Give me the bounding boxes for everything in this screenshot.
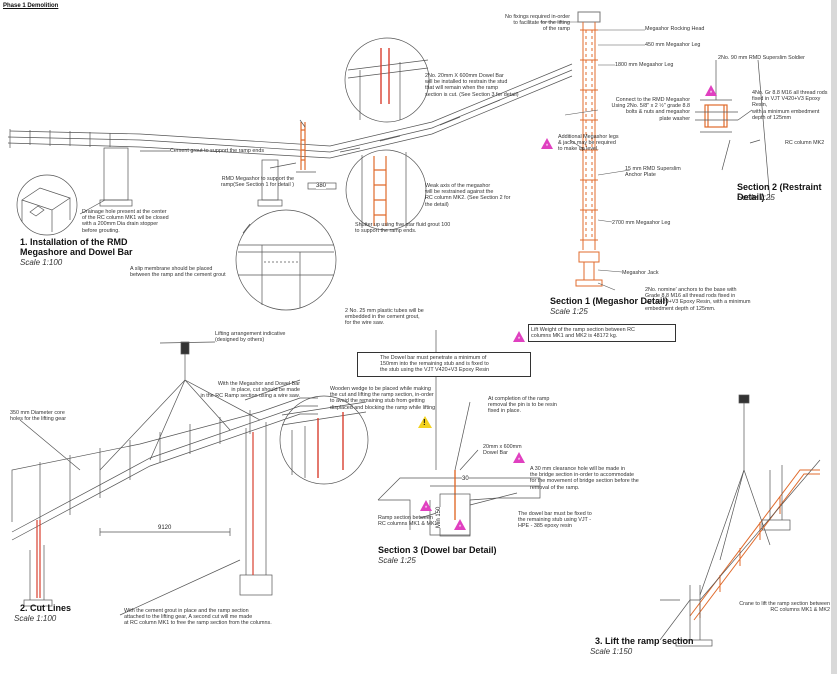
note-plastic-tubes: 2 No. 25 mm plastic tubes will be embedd…	[345, 308, 424, 327]
note-clearance-hole: A 30 mm clearance hole will be made in t…	[530, 466, 639, 491]
note-weak-axis: Weak axis of the megashor will be restra…	[425, 183, 511, 208]
section3-title: Section 3 (Dowel bar Detail)	[378, 545, 497, 555]
section2-scale: Scale 1:25	[737, 193, 775, 202]
note-cement-grout: Cement grout to support the ramp ends	[170, 148, 265, 154]
view1-scale: Scale 1:100	[20, 258, 63, 267]
view1-ramp-elevation	[7, 63, 573, 207]
view2-cut-lines	[11, 341, 369, 616]
section1-title: Section 1 (Megashor Detail)	[550, 296, 669, 306]
note-rmd-megashor: RMD Megashor to support the ramp(See Sec…	[220, 176, 294, 189]
magenta-marker-icon: *	[420, 500, 432, 511]
warning-icon	[418, 416, 432, 428]
note-anchors-base: 2No. nomine' anchors to the base with Gr…	[645, 287, 751, 312]
note-no-fixings: No fixings required in-order to facilita…	[504, 14, 570, 33]
note-anchor-plate: 15 mm RMD Superslim Anchor Plate	[625, 166, 681, 179]
right-edge-bar	[831, 0, 837, 674]
dimension-380: 380	[316, 183, 327, 189]
dimension-9120: 9120	[158, 525, 172, 531]
note-dowel-size: 20mm x 600mm Dowel Bar	[483, 444, 522, 457]
note-megashor-jack: Megashor Jack	[622, 270, 659, 276]
note-core-holes: 350 mm Diameter core holes for the lifti…	[10, 410, 67, 423]
note-lifting-arrangement: Lifting arrangement indicative (designed…	[215, 331, 286, 344]
note-additional-legs: Additional Megashor legs & jacks may be …	[558, 134, 619, 153]
note-slip-membrane: A slip membrane should be placed between…	[130, 266, 226, 279]
section3-scale: Scale 1:25	[378, 556, 416, 565]
view2-scale: Scale 1:100	[14, 614, 57, 623]
note-shutter: Shutter up using five star fluid grout 1…	[355, 222, 451, 235]
note-leg-450: 450 mm Megashor Leg	[645, 42, 701, 48]
svg-text:*: *	[710, 91, 713, 96]
dimension-min-150: Min 150	[436, 506, 442, 528]
svg-text:*: *	[459, 525, 462, 530]
note-dowel-bar-install: 2No. 20mm X 600mm Dowel Bar will be inst…	[425, 73, 519, 98]
view2-title: 2. Cut Lines	[20, 603, 72, 613]
dowel-penetrate-box: The Dowel bar must penetrate a minimum o…	[357, 352, 531, 377]
view3-title: 3. Lift the ramp section	[595, 636, 694, 646]
note-completion-pin: At completion of the ramp removal the pi…	[488, 396, 557, 415]
note-thread-rods: 4No. Gr 8.8 M16 all thread rods fixed in…	[752, 90, 828, 121]
note-leg-2700: 2700 mm Megashor Leg	[612, 220, 671, 226]
note-soldier-90: 2No. 90 mm RMD Superslim Soldier	[718, 55, 805, 61]
note-drainage-hole: Drainage hole present at the center of t…	[82, 209, 169, 234]
svg-text:*: *	[425, 506, 428, 511]
magenta-marker-icon: *	[513, 331, 525, 342]
dimension-30: 30	[462, 476, 469, 482]
note-rc-column-mk2: RC column MK2	[785, 140, 825, 146]
note-cut-wire-saw: With the Megashor and Dowel Bar in place…	[200, 381, 300, 400]
section1-megashor	[575, 11, 603, 287]
note-connect-rmd: Connect to the RMD Megashor Using 2No. 5…	[611, 97, 690, 122]
phase-label: Phase 1 Demolition	[3, 3, 59, 9]
svg-text:*: *	[546, 144, 549, 149]
section2-title: Section 2 (Restraint Detail)	[737, 182, 822, 202]
note-leg-1800: 1800 mm Megashor Leg	[615, 62, 674, 68]
view3-lift	[659, 394, 821, 647]
section2-restraint	[695, 59, 771, 201]
magenta-marker-icon: *	[541, 138, 553, 149]
note-crane: Crane to lift the ramp section between R…	[739, 601, 830, 614]
magenta-marker-icon: *	[513, 452, 525, 463]
lift-weight-box: Lift Weight of the ramp section between …	[528, 324, 676, 343]
note-rocking-head: Megashor Rocking Head	[645, 26, 705, 32]
svg-text:*: *	[518, 458, 521, 463]
view1-title: 1. Installation of the RMD Megashore and…	[20, 237, 133, 257]
note-ramp-section: Ramp section between RC columns MK1 & MK…	[378, 515, 438, 528]
note-wooden-wedge: Wooden wedge to be placed while making t…	[330, 386, 436, 411]
note-dowel-fixed: The dowel bar must be fixed to the remai…	[518, 511, 592, 530]
view3-scale: Scale 1:150	[590, 647, 633, 656]
svg-text:*: *	[518, 337, 521, 342]
magenta-marker-icon: *	[705, 85, 717, 96]
note-second-cut: With the cement grout in place and the r…	[124, 608, 272, 627]
magenta-marker-icon: *	[454, 519, 466, 530]
section1-scale: Scale 1:25	[550, 307, 588, 316]
